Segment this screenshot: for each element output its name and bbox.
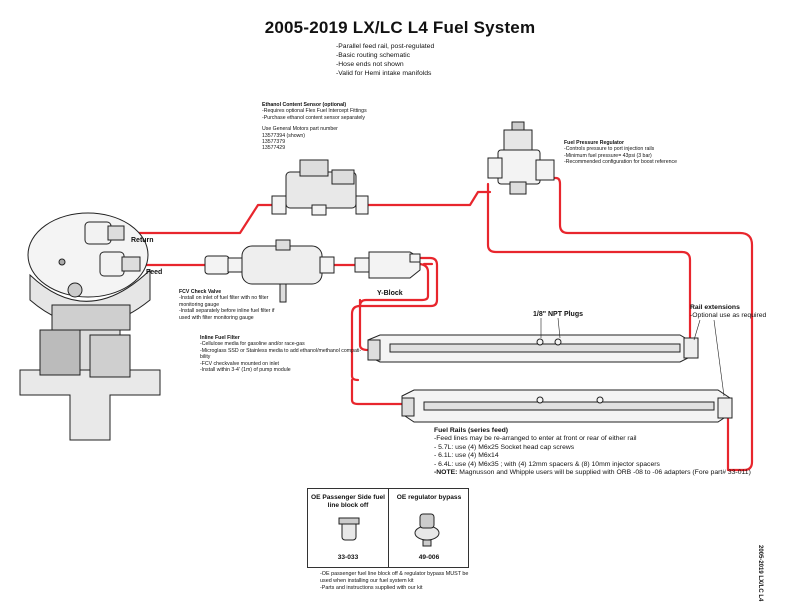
inset-left-heading: OE Passenger Side fuel line block off bbox=[310, 494, 386, 509]
regulator-title: Fuel Pressure Regulator bbox=[564, 140, 624, 146]
y-branch-upper bbox=[358, 262, 430, 308]
y-branch-lower bbox=[350, 256, 439, 382]
fuel-rails-line: - 6.1L: use (4) M6x14 bbox=[434, 452, 499, 460]
fuel-pressure-regulator bbox=[487, 121, 555, 195]
header-note: -Parallel feed rail, post-regulated bbox=[336, 43, 435, 50]
header-note: -Hose ends not shown bbox=[336, 61, 404, 68]
leader-lines bbox=[540, 317, 725, 397]
fuel-rails-line: - 5.7L: use (4) M6x25 Socket head cap sc… bbox=[434, 443, 575, 451]
inline-filter-line: -FCV checkvalve mounted on inlet bbox=[200, 360, 280, 367]
inline-filter-note: Inline Fuel Filter -Cellulose media for … bbox=[200, 335, 361, 373]
ethanol-sensor-part: 13577394 (shown) bbox=[262, 132, 305, 139]
regulator-note: Fuel Pressure Regulator -Controls pressu… bbox=[564, 140, 677, 166]
inline-filter-line: bility bbox=[200, 354, 211, 361]
regulator-return-line bbox=[486, 182, 692, 342]
feed-label: Feed bbox=[146, 269, 163, 276]
rail-extensions-line: -Optional use as required bbox=[690, 312, 767, 320]
ethanol-sensor-part: 13577429 bbox=[262, 145, 286, 152]
footer-line: -OE passenger fuel line block off & regu… bbox=[320, 571, 469, 577]
ethanol-sensor bbox=[271, 159, 369, 216]
inline-filter-line: -Install within 3-4' (1m) of pump module bbox=[200, 367, 291, 374]
footer-notes: -OE passenger fuel line block off & regu… bbox=[320, 571, 468, 591]
fcv-title: FCV Check Valve bbox=[179, 289, 222, 295]
rail-extensions bbox=[683, 337, 733, 419]
fuel-rails-line: -Feed lines may be re-arranged to enter … bbox=[434, 435, 637, 443]
ethanol-sensor-part-header: Use General Motors part number bbox=[262, 126, 338, 133]
inset-right-heading: OE regulator bypass bbox=[396, 494, 462, 501]
inset-parts bbox=[338, 513, 440, 547]
ethanol-sensor-part: 13577379 bbox=[262, 139, 286, 146]
y-block bbox=[354, 251, 421, 279]
footer-line: -Parts and instructions supplied with ou… bbox=[320, 584, 423, 591]
page-title: 2005-2019 LX/LC L4 Fuel System bbox=[264, 18, 536, 37]
fcv-line: used with filter monitoring gauge bbox=[179, 314, 254, 321]
fuel-rails-title: Fuel Rails (series feed) bbox=[434, 427, 509, 434]
npt-plugs-label: 1/8" NPT Plugs bbox=[533, 311, 583, 318]
fuel-rails bbox=[367, 334, 731, 423]
ethanol-sensor-line: -Requires optional Flex Fuel Intercept F… bbox=[262, 108, 367, 115]
side-label: 2005-2019 LX/LC L4 bbox=[757, 545, 763, 602]
inline-filter-line: -Cellulose media for gasoline and/or rac… bbox=[200, 341, 305, 348]
fcv-line: -Install on inlet of fuel filter with no… bbox=[179, 295, 269, 302]
ethanol-sensor-title: Ethanol Content Sensor (optional) bbox=[262, 102, 347, 108]
fcv-line: -Install separately before inline fuel f… bbox=[179, 308, 275, 315]
regulator-to-rail-line bbox=[550, 176, 754, 472]
inset-right-cell: OE regulator bypass 49-006 bbox=[388, 489, 469, 567]
sensor-to-regulator-line bbox=[365, 190, 492, 207]
inset-box: OE Passenger Side fuel line block off 33… bbox=[307, 488, 469, 568]
rail-extensions-title: Rail extensions bbox=[690, 304, 740, 311]
footer-line: used when installing our fuel system kit bbox=[320, 577, 414, 584]
yblock-label: Y-Block bbox=[377, 290, 403, 297]
pump-module bbox=[19, 212, 161, 441]
regulator-line: -Controls pressure to port injection rai… bbox=[564, 146, 655, 153]
fuel-rails-note-label: -NOTE: bbox=[434, 469, 458, 477]
return-label: Return bbox=[131, 237, 154, 244]
inset-left-cell: OE Passenger Side fuel line block off 33… bbox=[308, 489, 388, 567]
header-note: -Basic routing schematic bbox=[336, 52, 411, 59]
fcv-note: FCV Check Valve -Install on inlet of fue… bbox=[179, 289, 274, 321]
inline-filter bbox=[204, 239, 335, 303]
rail-extensions-note: Rail extensions -Optional use as require… bbox=[690, 304, 766, 321]
fuel-rails-note: Fuel Rails (series feed) -Feed lines may… bbox=[434, 427, 751, 477]
fuel-rails-note-line: -NOTE: Magnusson and Whipple users will … bbox=[434, 469, 751, 477]
inset-right-part-number: 49-006 bbox=[418, 554, 440, 561]
return-line bbox=[118, 203, 274, 235]
inset-left-part-number: 33-033 bbox=[337, 554, 359, 561]
fuel-rails-line: - 6.4L: use (4) M6x35 ; with (4) 12mm sp… bbox=[434, 460, 660, 468]
regulator-line: -Recommended configuration for boost ref… bbox=[564, 159, 678, 166]
ethanol-sensor-note: Ethanol Content Sensor (optional) -Requi… bbox=[262, 102, 367, 152]
header-notes: -Parallel feed rail, post-regulated -Bas… bbox=[336, 42, 434, 78]
lower-rail-feed bbox=[350, 378, 404, 406]
regulator-line: -Minimum fuel pressure= 43psi (3 bar) bbox=[564, 152, 652, 159]
upper-rail-feed bbox=[358, 298, 370, 352]
fuel-lines bbox=[118, 176, 754, 472]
ethanol-sensor-line: -Purchase ethanol content sensor separat… bbox=[262, 114, 365, 121]
fcv-line: monitoring gauge bbox=[179, 301, 220, 308]
inline-filter-line: -Microglass SSD or Stainless media to ad… bbox=[200, 347, 362, 354]
fuel-rails-note-text: Magnusson and Whipple users will be supp… bbox=[457, 469, 751, 477]
header-note: -Valid for Hemi intake manifolds bbox=[336, 70, 432, 77]
inline-filter-title: Inline Fuel Filter bbox=[200, 335, 240, 341]
